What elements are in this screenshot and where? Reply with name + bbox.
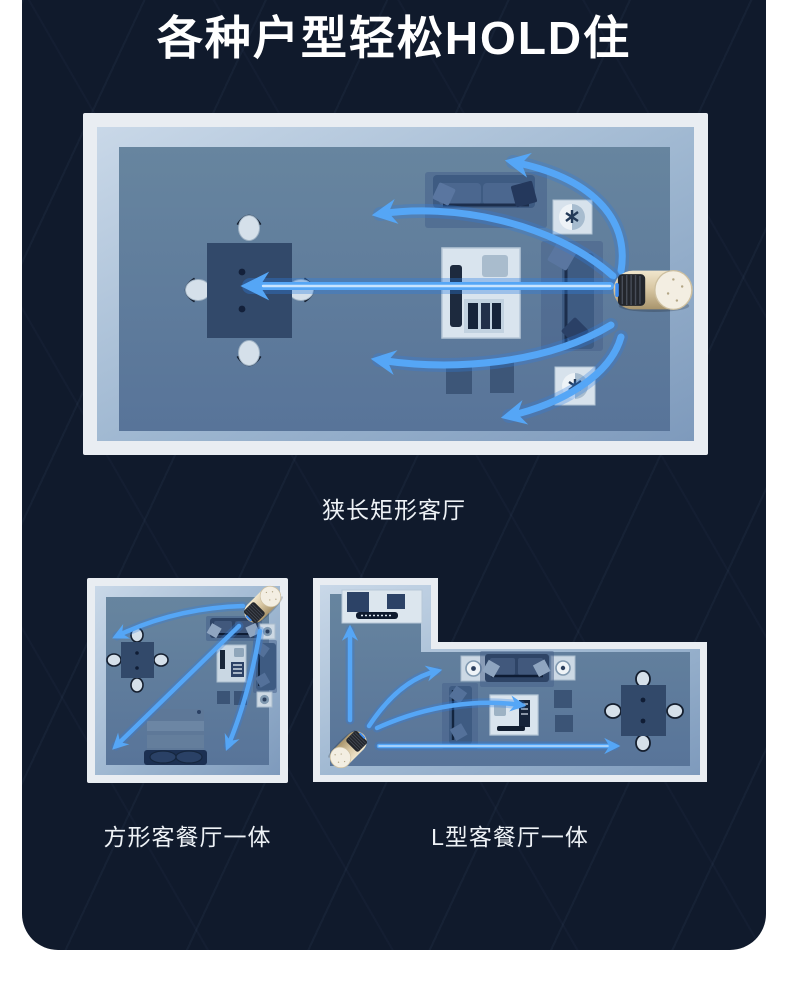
dining-chair xyxy=(236,338,262,368)
dining-chair xyxy=(236,213,262,243)
airflow-arrow xyxy=(370,321,615,375)
dining-area xyxy=(106,627,169,693)
ottoman xyxy=(555,715,573,732)
ottoman xyxy=(490,361,514,393)
airflow-arrows xyxy=(240,152,630,425)
speaker xyxy=(256,691,273,708)
airflow-arrow xyxy=(500,333,625,425)
airflow-arrow xyxy=(112,623,242,750)
tv-cabinet xyxy=(341,589,423,624)
airflow-arrow xyxy=(224,628,263,751)
media-unit xyxy=(216,644,247,683)
caption-l-shaped-room: L型客餐厅一体 xyxy=(431,824,589,850)
coffee-table xyxy=(441,247,521,339)
sofa-pillow xyxy=(510,180,538,208)
caption-square-room: 方形客餐厅一体 xyxy=(103,824,272,850)
plant-table-top xyxy=(552,199,593,235)
bed xyxy=(144,709,207,765)
floorplan-l-shaped-room xyxy=(313,578,707,782)
dining-table xyxy=(621,685,666,736)
sofa-right xyxy=(253,640,277,693)
ottoman xyxy=(554,690,572,708)
sofa-pillow xyxy=(432,182,456,206)
ottoman xyxy=(217,691,230,704)
airflow-arrow xyxy=(371,198,617,280)
airflow-arrow xyxy=(374,695,527,731)
airflow-arrows xyxy=(341,624,621,755)
airflow-arrow xyxy=(112,603,246,639)
floorplan-narrow-rect-room xyxy=(83,113,708,455)
airflow-arrow xyxy=(366,665,443,729)
dining-table xyxy=(121,642,154,678)
caption-narrow-rect-room: 狭长矩形客厅 xyxy=(322,497,466,523)
sofa-top xyxy=(480,651,554,687)
airflow-arrows xyxy=(111,601,265,751)
airflow-arrow xyxy=(504,152,626,275)
dining-area xyxy=(604,670,684,752)
sofa-right xyxy=(541,241,603,351)
dining-chair xyxy=(183,277,213,303)
speaker xyxy=(259,623,276,640)
sofa-left xyxy=(442,683,478,749)
speaker xyxy=(550,655,576,681)
page-title: 各种户型轻松HOLD住 xyxy=(156,12,632,64)
promo-card: 各种户型轻松HOLD住 xyxy=(22,0,766,950)
fan-device xyxy=(612,269,694,313)
floorplan-square-room xyxy=(87,578,288,783)
